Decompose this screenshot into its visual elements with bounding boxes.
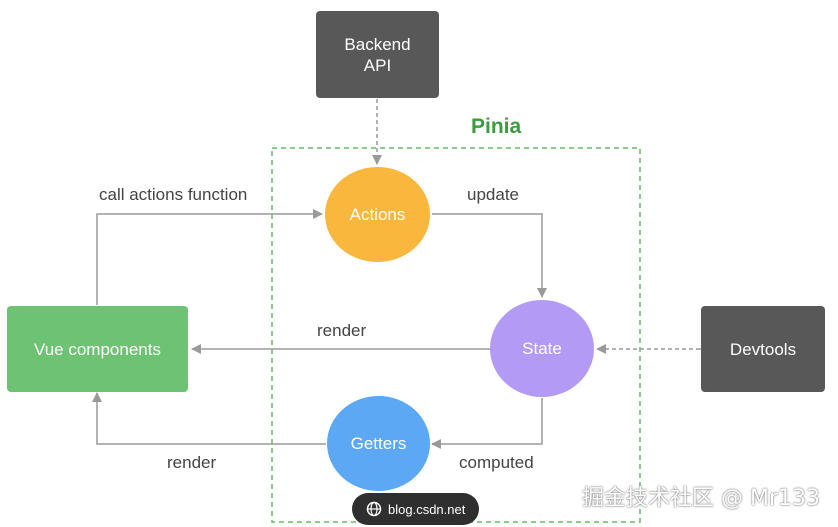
edge-label-computed: computed [459, 453, 534, 472]
badge-text: blog.csdn.net [388, 501, 466, 517]
devtools-node: Devtools [701, 306, 825, 392]
vue-components-label: Vue components [34, 339, 161, 359]
pinia-title: Pinia [471, 115, 522, 138]
edge-label-render-state: render [317, 321, 367, 340]
watermark: 掘金技术社区 @ Mr133 [581, 486, 820, 511]
arrow-actions-to-state [432, 213, 547, 298]
edge-label-render-getters: render [167, 453, 217, 472]
state-label: State [522, 338, 562, 358]
source-badge[interactable]: blog.csdn.net [352, 493, 479, 525]
backend-label: Backend [344, 34, 411, 54]
getters-label: Getters [350, 433, 407, 453]
edge-label-call-actions: call actions function [99, 185, 248, 204]
pinia-boundary [271, 147, 641, 523]
edge-label-update: update [467, 185, 519, 204]
actions-label: Actions [349, 204, 406, 224]
arrow-vue-to-actions [96, 209, 323, 305]
getters-node: Getters [327, 396, 430, 491]
api-label: API [363, 55, 392, 75]
backend-api-node: Backend API [316, 11, 439, 98]
globe-icon [366, 501, 382, 517]
arrow-getters-to-vue [92, 392, 326, 445]
vue-components-node: Vue components [7, 306, 188, 392]
arrow-state-to-getters [431, 398, 543, 449]
devtools-label: Devtools [729, 339, 797, 359]
state-node: State [490, 300, 594, 397]
actions-node: Actions [325, 167, 430, 262]
